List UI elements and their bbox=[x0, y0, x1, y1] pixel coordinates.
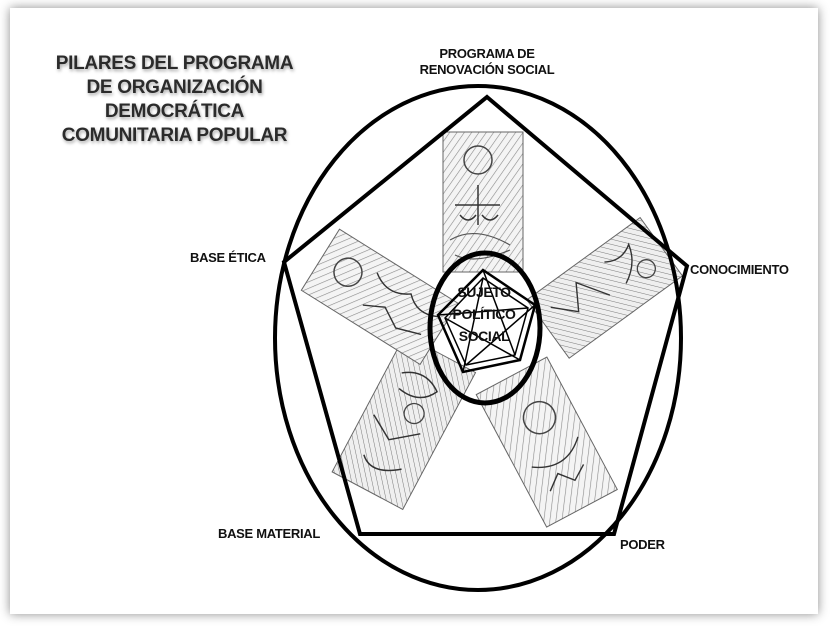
center-label: SUJETO POLÍTICO SOCIAL bbox=[443, 281, 525, 347]
center-label-line1: SUJETO bbox=[457, 284, 511, 300]
inner-star bbox=[436, 268, 537, 374]
title-line-1: PILARES DEL PROGRAMA bbox=[55, 53, 294, 74]
illustrated-panel-material bbox=[331, 334, 477, 511]
vertex-label-renovacion-line2: RENOVACIÓN SOCIAL bbox=[419, 62, 555, 77]
title-line-3: DEMOCRÁTICA bbox=[104, 101, 245, 122]
center-label-line3: SOCIAL bbox=[458, 328, 510, 344]
diagram-title: PILARES DEL PROGRAMA DE ORGANIZACIÓN DEM… bbox=[52, 52, 297, 148]
center-label-line2: POLÍTICO bbox=[452, 306, 516, 322]
title-line-4: COMUNITARIA POPULAR bbox=[61, 125, 288, 146]
illustrated-panel-ethics bbox=[300, 228, 459, 366]
vertex-label-base-etica: BASE ÉTICA bbox=[190, 250, 266, 265]
vertex-label-base-material: BASE MATERIAL bbox=[218, 526, 321, 541]
vertex-label-renovacion: PROGRAMA DE RENOVACIÓN SOCIAL bbox=[392, 46, 582, 78]
vertex-label-renovacion-line1: PROGRAMA DE bbox=[439, 46, 535, 61]
illustrated-panel-power bbox=[475, 356, 618, 528]
center-circle bbox=[427, 250, 543, 406]
outer-circle bbox=[273, 84, 683, 592]
outer-pentagon bbox=[281, 94, 690, 536]
vertex-label-poder: PODER bbox=[620, 537, 665, 552]
illustrated-panel-justice bbox=[442, 131, 524, 273]
illustrated-panel-knowledge bbox=[526, 216, 684, 359]
vertex-label-conocimiento: CONOCIMIENTO bbox=[690, 262, 789, 277]
title-line-2: DE ORGANIZACIÓN bbox=[86, 77, 263, 98]
